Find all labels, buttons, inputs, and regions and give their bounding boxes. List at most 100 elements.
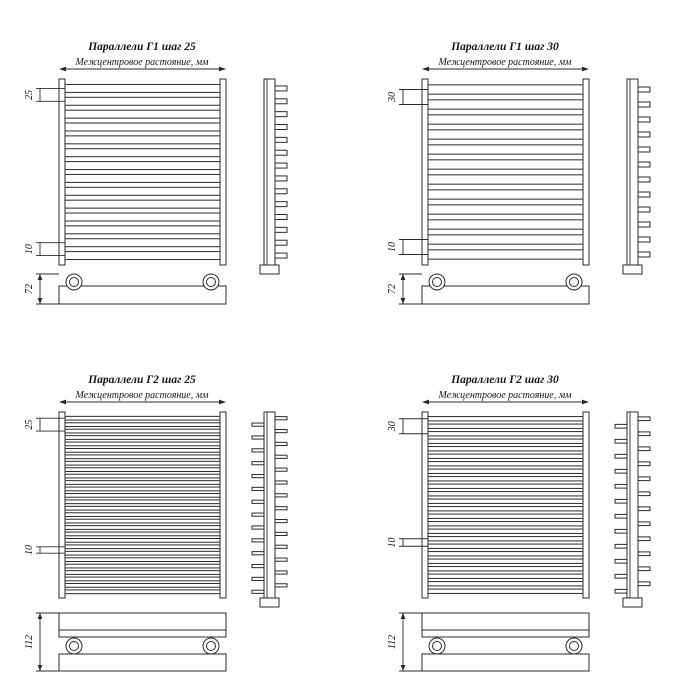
tube-stub xyxy=(274,188,288,195)
tube-stub xyxy=(637,491,651,497)
arrowhead xyxy=(37,298,43,304)
tube-stub xyxy=(251,589,265,594)
tube xyxy=(64,486,221,492)
tube xyxy=(64,122,221,132)
tube-stub xyxy=(637,161,651,168)
tube-stub xyxy=(637,446,651,452)
tube xyxy=(427,431,584,437)
tube xyxy=(64,589,221,595)
front-view xyxy=(58,411,227,599)
tube-stub xyxy=(614,483,628,489)
tube-stub xyxy=(637,506,651,512)
tube-stub xyxy=(274,149,288,156)
panel-g2-step25: Параллели Г2 шаг 25 Межцентровое растоян… xyxy=(2,345,337,700)
tube xyxy=(64,422,221,428)
tube-stub xyxy=(614,513,628,519)
tube xyxy=(64,251,221,261)
tube-stub xyxy=(274,239,288,246)
tube-stub xyxy=(637,146,651,153)
tube xyxy=(64,525,221,530)
side-foot xyxy=(622,264,643,275)
side-column xyxy=(626,78,639,266)
generated-drawing xyxy=(399,399,651,672)
base-plate-top xyxy=(421,612,590,638)
tube xyxy=(427,416,584,422)
tube-stub xyxy=(637,551,651,557)
tube xyxy=(427,219,584,230)
tube-stub xyxy=(637,101,651,108)
tube-stub xyxy=(274,136,288,143)
tube-stub xyxy=(637,131,651,138)
tube xyxy=(64,447,221,453)
tube xyxy=(64,563,221,569)
dim-base-height-label: 72 xyxy=(24,284,35,294)
tube xyxy=(64,576,221,582)
tube-stub xyxy=(274,518,288,524)
tube-stub xyxy=(637,581,651,587)
base-plate-bottom xyxy=(58,653,227,672)
arrowhead xyxy=(219,399,226,405)
tube xyxy=(64,460,221,466)
tube xyxy=(64,441,221,447)
front-view xyxy=(58,78,227,266)
tube xyxy=(64,454,221,460)
tube-stub xyxy=(637,206,651,213)
tube-stub xyxy=(637,191,651,198)
tube-stub xyxy=(637,116,651,123)
tube xyxy=(64,415,221,421)
tube-stub xyxy=(251,435,265,440)
tube xyxy=(64,467,221,473)
tube-stub xyxy=(637,86,651,93)
tube-stub xyxy=(274,214,288,220)
pipe-section-inner xyxy=(69,641,79,651)
tube xyxy=(427,453,584,459)
tube-stub xyxy=(614,498,628,504)
tube xyxy=(427,506,584,512)
tube-stub xyxy=(274,162,288,169)
tube xyxy=(64,238,221,248)
tube xyxy=(427,581,584,587)
base-plate xyxy=(58,285,227,305)
side-view xyxy=(259,78,288,275)
tube xyxy=(64,531,221,537)
pipe-section-inner xyxy=(432,277,442,287)
tube xyxy=(64,473,221,479)
tube xyxy=(427,174,584,185)
arrowhead xyxy=(37,665,43,671)
panel-title: Параллели Г1 шаг 25 xyxy=(87,41,196,53)
panel-subtitle: Межцентровое растояние, мм xyxy=(74,390,209,401)
arrowhead xyxy=(400,665,406,671)
arrowhead xyxy=(400,298,406,304)
tube xyxy=(427,491,584,497)
base-plate-bottom xyxy=(421,653,590,672)
bottom-view xyxy=(421,612,590,672)
tube xyxy=(427,566,584,572)
dim-step-label: 30 xyxy=(387,92,398,103)
tube-stub xyxy=(274,480,288,485)
right-rail xyxy=(582,411,590,599)
dim-base-height-label: 112 xyxy=(24,635,35,649)
dim-step-label: 25 xyxy=(24,420,35,430)
tube xyxy=(427,234,584,245)
tube xyxy=(64,225,221,235)
front-view xyxy=(421,78,590,266)
base-plate xyxy=(421,285,590,305)
dim-base-height-label: 72 xyxy=(387,284,398,294)
tube-stub xyxy=(274,124,288,130)
tube xyxy=(64,518,221,524)
tube xyxy=(427,536,584,542)
tube xyxy=(427,521,584,527)
right-rail xyxy=(582,78,590,266)
front-view xyxy=(421,411,590,599)
tube xyxy=(64,186,221,196)
generated-drawing xyxy=(36,66,288,305)
pipe-section-inner xyxy=(69,277,79,287)
left-rail xyxy=(421,411,429,599)
pipe-section-inner xyxy=(569,641,579,651)
tube xyxy=(64,109,221,119)
tube-stub xyxy=(614,528,628,534)
right-rail xyxy=(219,411,227,599)
generated-drawing xyxy=(399,66,651,305)
tube-stub xyxy=(274,454,288,459)
tube-stub xyxy=(637,236,651,243)
